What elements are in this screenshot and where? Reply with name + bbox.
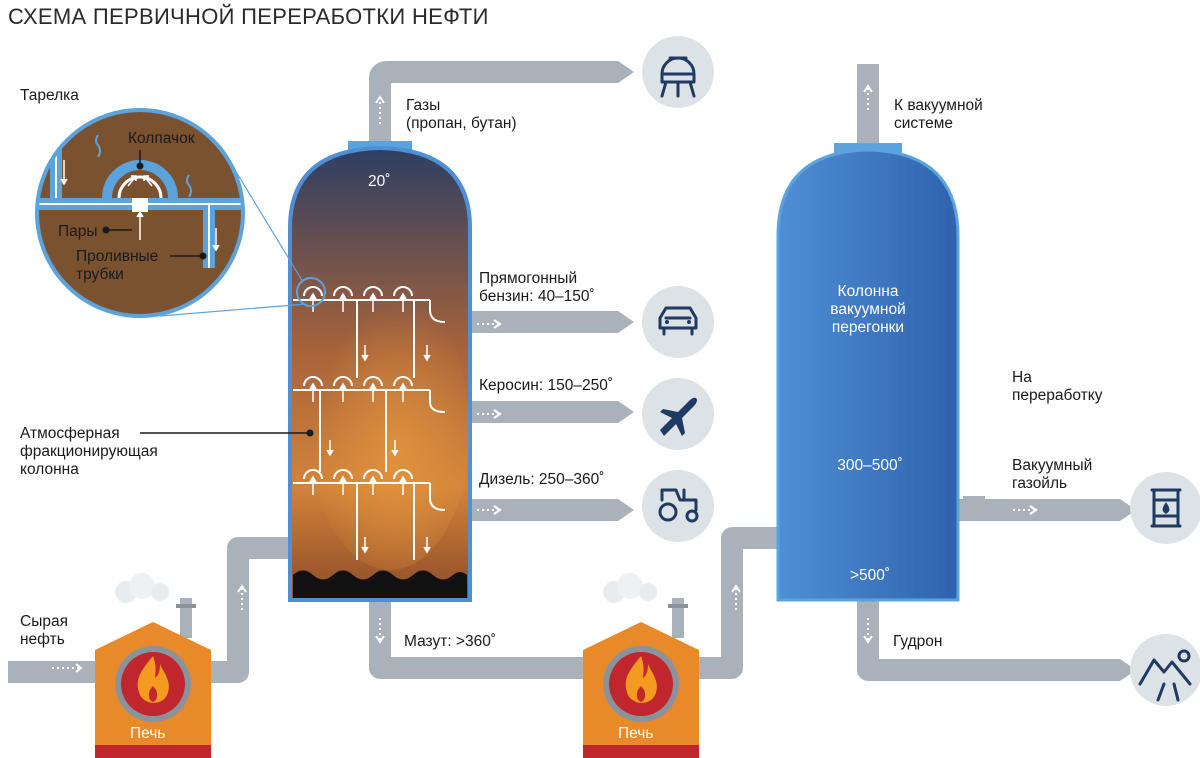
tar-label: Гудрон bbox=[893, 633, 942, 650]
vacuum-column-label-3: перегонки bbox=[832, 319, 904, 336]
downcomer-label-2: трубки bbox=[76, 266, 124, 283]
plate-label: Тарелка bbox=[20, 87, 79, 104]
atm-column-label-2: фракционирующая bbox=[20, 443, 158, 460]
downcomer-label-1: Проливные bbox=[76, 248, 158, 265]
vgo-label-2: газойль bbox=[1012, 475, 1067, 492]
furnace-label-left: Печь bbox=[130, 725, 165, 742]
crude-label-2: нефть bbox=[20, 631, 65, 648]
diesel-label: Дизель: 250–360˚ bbox=[479, 471, 604, 488]
column-trays bbox=[293, 286, 446, 560]
flow-arrows bbox=[52, 84, 1038, 673]
crude-label-1: Сырая bbox=[20, 613, 68, 630]
atm-column-label-1: Атмосферная bbox=[20, 425, 120, 442]
vacuum-temp-bottom: >500˚ bbox=[850, 567, 890, 584]
furnace2-to-vacuum-pipe bbox=[694, 527, 778, 679]
gases-pipe-end bbox=[618, 61, 634, 83]
gasoline-label-1: Прямогонный bbox=[479, 270, 577, 287]
vapors-label: Пары bbox=[58, 223, 98, 240]
vacuum-column bbox=[776, 143, 960, 602]
road-icon bbox=[1130, 634, 1200, 706]
labels: Тарелка Колпачок Пары Проливные трубки А… bbox=[20, 87, 1103, 742]
airplane-icon bbox=[642, 378, 714, 450]
zoom-target-circle bbox=[296, 277, 326, 307]
kerosene-label: Керосин: 150–250˚ bbox=[479, 377, 613, 394]
gases-pipe bbox=[369, 61, 618, 145]
furnace1-to-column-pipe bbox=[208, 537, 290, 683]
fuel-oil-label: Мазут: >360˚ bbox=[404, 633, 496, 650]
to-vacuum-label-2: системе bbox=[894, 115, 953, 132]
fire-icon bbox=[625, 656, 657, 703]
vacuum-column-label-2: вакуумной bbox=[830, 301, 905, 318]
gases-label-2: (пропан, бутан) bbox=[406, 115, 517, 132]
atm-column-label-3: колонна bbox=[20, 461, 79, 478]
top-temperature: 20˚ bbox=[368, 173, 390, 190]
furnace-left bbox=[95, 573, 211, 758]
oil-barrel-icon bbox=[1130, 472, 1200, 544]
gas-tank-icon bbox=[642, 36, 714, 108]
to-vacuum-label-1: К вакуумной bbox=[894, 97, 983, 114]
page-title: СХЕМА ПЕРВИЧНОЙ ПЕРЕРАБОТКИ НЕФТИ bbox=[8, 4, 489, 29]
furnace-label-right: Печь bbox=[618, 725, 653, 742]
furnace-right bbox=[583, 573, 699, 758]
vacuum-temp-mid: 300–500˚ bbox=[837, 457, 903, 474]
vacuum-column-label-1: Колонна bbox=[838, 283, 899, 300]
fire-icon bbox=[137, 656, 169, 703]
tractor-icon bbox=[642, 470, 714, 542]
gasoline-label-2: бензин: 40–150˚ bbox=[479, 288, 595, 305]
atmospheric-column bbox=[288, 141, 472, 602]
gases-label-1: Газы bbox=[406, 97, 440, 114]
processing-label-1: На bbox=[1012, 369, 1032, 386]
plate-zoom bbox=[35, 108, 245, 318]
vgo-label-1: Вакуумный bbox=[1012, 457, 1092, 474]
car-icon bbox=[642, 286, 714, 358]
processing-label-2: переработку bbox=[1012, 387, 1103, 404]
cap-label: Колпачок bbox=[128, 130, 195, 147]
